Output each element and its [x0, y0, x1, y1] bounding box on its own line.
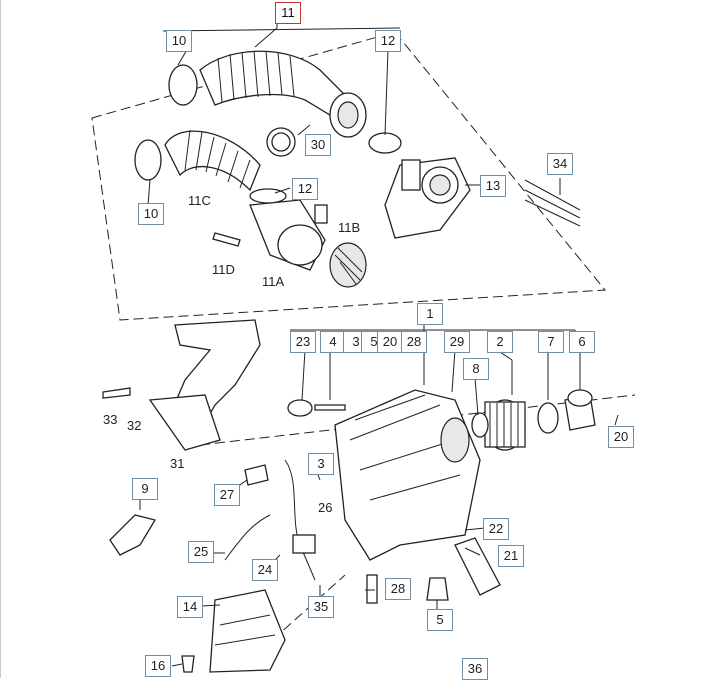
callout-10-upper[interactable]: 10 — [166, 30, 192, 52]
label-26: 26 — [318, 500, 333, 515]
assembly-outline — [91, 31, 607, 321]
filter-element — [484, 399, 526, 451]
callout-12-lower[interactable]: 12 — [292, 178, 318, 200]
callout-36[interactable]: 36 — [462, 658, 488, 680]
damper-5 — [426, 577, 449, 601]
callout-11[interactable]: 11 — [275, 2, 301, 24]
end-cap-6 — [564, 389, 596, 431]
cable-ties — [524, 179, 581, 227]
callout-10-lower[interactable]: 10 — [138, 203, 164, 225]
callout-25[interactable]: 25 — [188, 541, 214, 563]
label-11a: 11A — [262, 274, 285, 289]
callout-16[interactable]: 16 — [145, 655, 171, 677]
air-filter-housing — [334, 389, 481, 561]
seal-ring-8 — [471, 412, 489, 438]
callout-21[interactable]: 21 — [498, 545, 524, 567]
callout-35[interactable]: 35 — [308, 596, 334, 618]
callout-24[interactable]: 24 — [252, 559, 278, 581]
callout-20-upper[interactable]: 20 — [377, 331, 403, 353]
hose-clamp-lower — [134, 139, 162, 181]
callout-7[interactable]: 7 — [538, 331, 564, 353]
bolt-11d — [212, 232, 241, 247]
callout-22[interactable]: 22 — [483, 518, 509, 540]
callout-27[interactable]: 27 — [214, 484, 240, 506]
callout-5-lower[interactable]: 5 — [427, 609, 453, 631]
callout-28-upper[interactable]: 28 — [401, 331, 427, 353]
hose-clamp-upper — [168, 64, 198, 106]
callout-23[interactable]: 23 — [290, 331, 316, 353]
screw-16 — [181, 655, 195, 673]
label-11d: 11D — [212, 262, 235, 277]
screw-4 — [314, 404, 346, 411]
label-33: 33 — [103, 412, 118, 427]
bolt-33 — [102, 387, 131, 399]
callout-8[interactable]: 8 — [463, 358, 489, 380]
intake-hose-11c — [164, 129, 261, 192]
label-32: 32 — [127, 418, 142, 433]
hose-9 — [109, 514, 157, 556]
hose-21 — [454, 537, 501, 596]
label-31: 31 — [170, 456, 185, 471]
callout-30[interactable]: 30 — [305, 134, 331, 156]
callout-34[interactable]: 34 — [547, 153, 573, 175]
sensor-connector — [292, 534, 316, 554]
callout-12-upper[interactable]: 12 — [375, 30, 401, 52]
grommet — [287, 399, 313, 417]
callout-29[interactable]: 29 — [444, 331, 470, 353]
seal-ring-7 — [537, 402, 559, 434]
hose-clamp-12-upper — [368, 132, 402, 154]
callout-2[interactable]: 2 — [487, 331, 513, 353]
throttle-body — [384, 157, 471, 239]
callout-28-lower[interactable]: 28 — [385, 578, 411, 600]
air-intake-duct — [148, 319, 261, 451]
callout-3-lower[interactable]: 3 — [308, 453, 334, 475]
label-11c: 11C — [188, 193, 211, 208]
callout-9[interactable]: 9 — [132, 478, 158, 500]
bolt-28 — [366, 574, 378, 604]
callout-20-lower[interactable]: 20 — [608, 426, 634, 448]
intake-hose-upper — [199, 50, 367, 138]
intake-connector — [249, 199, 367, 288]
callout-13[interactable]: 13 — [480, 175, 506, 197]
holder-27 — [244, 464, 269, 486]
resonator — [209, 589, 286, 673]
callout-14[interactable]: 14 — [177, 596, 203, 618]
label-11b: 11B — [338, 220, 361, 235]
callout-6[interactable]: 6 — [569, 331, 595, 353]
callout-1[interactable]: 1 — [417, 303, 443, 325]
